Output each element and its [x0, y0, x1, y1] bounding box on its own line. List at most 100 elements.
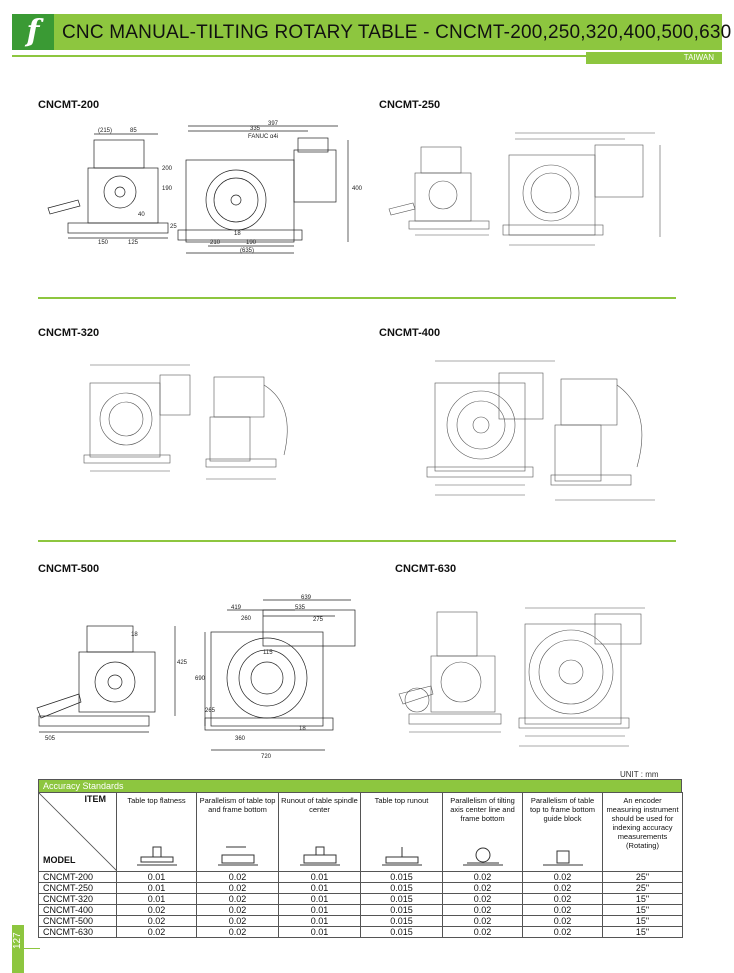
value-cell: 0.02: [116, 926, 197, 938]
accuracy-table: Accuracy Standards ITEM MODEL Table top …: [38, 779, 683, 938]
drawing-cncmt-400: [405, 355, 675, 515]
page-number: 127: [12, 932, 23, 949]
logo-glyph: f: [26, 14, 40, 49]
dim-text: 425: [177, 660, 188, 666]
dim-text: 18: [131, 632, 138, 638]
dim-text: 639: [301, 595, 312, 601]
value-cell: 25": [602, 882, 683, 894]
value-cell: 0.02: [196, 871, 279, 883]
page-number-tab: 127: [12, 925, 24, 973]
model-cell: CNCMT-400: [38, 904, 117, 916]
section-divider: [38, 297, 676, 299]
drawing-cncmt-630: [395, 590, 655, 755]
model-label-250: CNCMT-250: [379, 99, 441, 111]
dim-text: 505: [45, 736, 56, 742]
value-cell: 0.02: [522, 871, 603, 883]
value-cell: 0.015: [360, 926, 443, 938]
column-header: Parallelism of tilting axis center line …: [442, 792, 523, 872]
column-header: Parallelism of table top to frame bottom…: [522, 792, 603, 872]
dim-text: 360: [235, 736, 246, 742]
value-cell: 0.02: [442, 926, 523, 938]
dim-text: 25: [170, 224, 177, 230]
dim-text: 265: [205, 708, 216, 714]
dim-text: (635): [240, 248, 254, 254]
value-cell: 15": [602, 926, 683, 938]
value-cell: 0.015: [360, 871, 443, 883]
model-cell: CNCMT-500: [38, 915, 117, 927]
drawing-cncmt-500: 639 419 535 260 275 18 425 690 505 360 7…: [35, 590, 365, 762]
page-title: CNC MANUAL-TILTING ROTARY TABLE - CNCMT-…: [62, 22, 732, 43]
model-cell: CNCMT-250: [38, 882, 117, 894]
dim-text: 397: [268, 121, 279, 127]
model-label-320: CNCMT-320: [38, 327, 100, 339]
header-underline: [12, 55, 679, 57]
value-cell: 0.02: [196, 915, 279, 927]
value-cell: 0.01: [278, 915, 361, 927]
value-cell: 0.02: [522, 926, 603, 938]
value-cell: 0.02: [522, 893, 603, 905]
value-cell: 0.02: [196, 904, 279, 916]
gauge-diagram-icon: [381, 847, 422, 866]
column-header: Table top flatness: [116, 792, 197, 872]
value-cell: 0.015: [360, 893, 443, 905]
fanuc-label: FANUC α4i: [248, 134, 278, 140]
value-cell: 0.02: [442, 904, 523, 916]
value-cell: 0.015: [360, 882, 443, 894]
dim-text: 275: [313, 617, 324, 623]
value-cell: 0.02: [196, 926, 279, 938]
model-label-400: CNCMT-400: [379, 327, 441, 339]
dim-text: 200: [162, 166, 173, 172]
value-cell: 0.02: [196, 893, 279, 905]
value-cell: 0.015: [360, 904, 443, 916]
value-cell: 0.01: [278, 882, 361, 894]
column-header: An encoder measuring instrument should b…: [602, 792, 683, 872]
item-label: ITEM: [84, 794, 107, 804]
dim-text: 335: [250, 126, 261, 132]
brand-logo: f: [12, 14, 54, 50]
region-tag: TAIWAN: [586, 52, 722, 64]
dim-text: 190: [246, 240, 257, 246]
value-cell: 15": [602, 893, 683, 905]
dim-text: 115: [263, 650, 273, 656]
value-cell: 0.02: [116, 915, 197, 927]
value-cell: 0.02: [522, 882, 603, 894]
dim-text: 535: [295, 605, 306, 611]
dim-text: 400: [352, 186, 363, 192]
dim-text: 720: [261, 754, 272, 760]
model-label-630: CNCMT-630: [395, 563, 457, 575]
drawing-cncmt-200: (215) 85 397 335 FANUC α4i 150 125 210 1…: [38, 120, 368, 260]
section-divider: [38, 540, 676, 542]
dim-text: 190: [162, 186, 173, 192]
value-cell: 15": [602, 915, 683, 927]
drawing-cncmt-250: [385, 125, 675, 255]
value-cell: 0.02: [442, 882, 523, 894]
value-cell: 0.01: [278, 926, 361, 938]
dim-text: 18: [234, 231, 241, 237]
dim-text: (215): [98, 128, 112, 134]
gauge-diagram-icon: [299, 846, 340, 866]
header-bar: [12, 14, 722, 50]
value-cell: 0.01: [278, 893, 361, 905]
value-cell: 0.01: [278, 904, 361, 916]
value-cell: 0.02: [522, 915, 603, 927]
value-cell: 25": [602, 871, 683, 883]
dim-text: 125: [128, 240, 139, 246]
page-number-line: [24, 948, 40, 949]
model-label-500: CNCMT-500: [38, 563, 100, 575]
value-cell: 0.02: [442, 893, 523, 905]
dim-text: 40: [138, 212, 145, 218]
table-title: Accuracy Standards: [38, 779, 682, 792]
value-cell: 0.01: [116, 882, 197, 894]
value-cell: 0.015: [360, 915, 443, 927]
dim-text: 260: [241, 616, 252, 622]
item-model-header: ITEM MODEL: [38, 792, 117, 872]
value-cell: 0.02: [116, 904, 197, 916]
column-header: Table top runout: [360, 792, 443, 872]
unit-label: UNIT : mm: [620, 770, 659, 779]
gauge-diagram-icon: [542, 850, 583, 866]
